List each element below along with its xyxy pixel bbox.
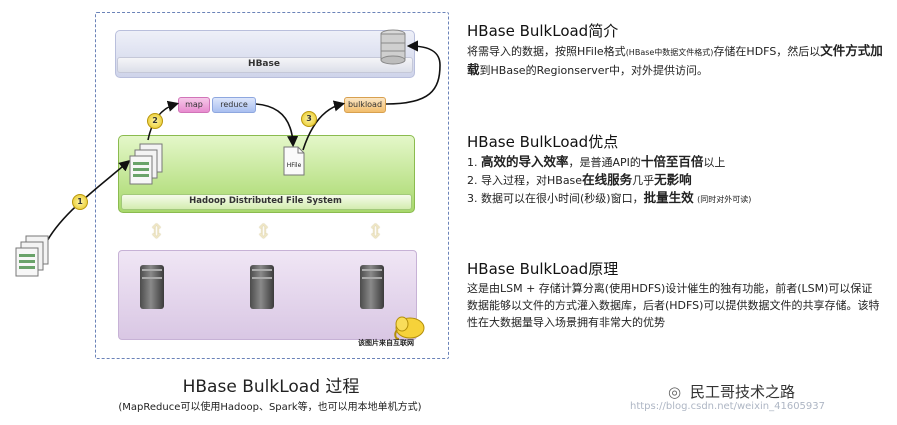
reduce-step: reduce xyxy=(212,97,256,113)
hdfs-label: Hadoop Distributed File System xyxy=(189,196,342,206)
map-step: map xyxy=(178,97,210,113)
brand-name: 民工哥技术之路 xyxy=(690,383,796,401)
list-item: 1. 高效的导入效率，是普通API的十倍至百倍以上 xyxy=(467,154,726,169)
hfile-icon xyxy=(283,146,305,176)
image-source-caption: 该图片来自互联网 xyxy=(358,339,414,347)
diagram-title: HBase BulkLoad 过程 xyxy=(182,377,360,397)
advantages-list: 1. 高效的导入效率，是普通API的十倍至百倍以上 2. 导入过程，对HBase… xyxy=(467,153,892,208)
intro-heading: HBase BulkLoad简介 xyxy=(467,22,619,40)
wechat-icon: ◎ xyxy=(668,383,682,401)
list-item: 3. 数据可以在很小时间(秒级)窗口，批量生效 (同时对外可读) xyxy=(467,190,752,205)
server-icon xyxy=(140,265,164,309)
hdfs-data-icon xyxy=(129,143,163,185)
diagram-frame xyxy=(95,12,449,359)
source-data-icon xyxy=(15,235,49,277)
hfile-label: HFile xyxy=(286,162,302,169)
double-arrow-icon: ⇕ xyxy=(255,219,272,243)
double-arrow-icon: ⇕ xyxy=(148,219,165,243)
hdfs-strip xyxy=(121,194,412,210)
principle-heading: HBase BulkLoad原理 xyxy=(467,260,619,278)
diagram-subtitle: (MapReduce可以使用Hadoop、Spark等，也可以用本地单机方式) xyxy=(118,402,422,413)
database-icon xyxy=(380,29,406,65)
list-item: 2. 导入过程，对HBase在线服务几乎无影响 xyxy=(467,172,692,187)
advantages-heading: HBase BulkLoad优点 xyxy=(467,133,619,151)
step-badge: 3 xyxy=(301,111,317,127)
flow-arrows xyxy=(44,40,441,246)
principle-paragraph: 这是由LSM + 存储计算分离(使用HDFS)设计催生的独有功能，前者(LSM)… xyxy=(467,282,880,329)
hbase-strip xyxy=(117,57,413,73)
server-icon xyxy=(250,265,274,309)
double-arrow-icon: ⇕ xyxy=(367,219,384,243)
step-badge: 1 xyxy=(72,194,88,210)
hadoop-elephant-icon xyxy=(394,316,425,340)
hbase-label: HBase xyxy=(248,59,280,69)
intro-paragraph: 将需导入的数据，按照HFile格式(HBase中数据文件格式)存储在HDFS，然… xyxy=(467,43,883,77)
server-icon xyxy=(360,265,384,309)
step-badge: 2 xyxy=(147,113,163,129)
watermark: https://blog.csdn.net/weixin_41605937 xyxy=(630,401,826,412)
